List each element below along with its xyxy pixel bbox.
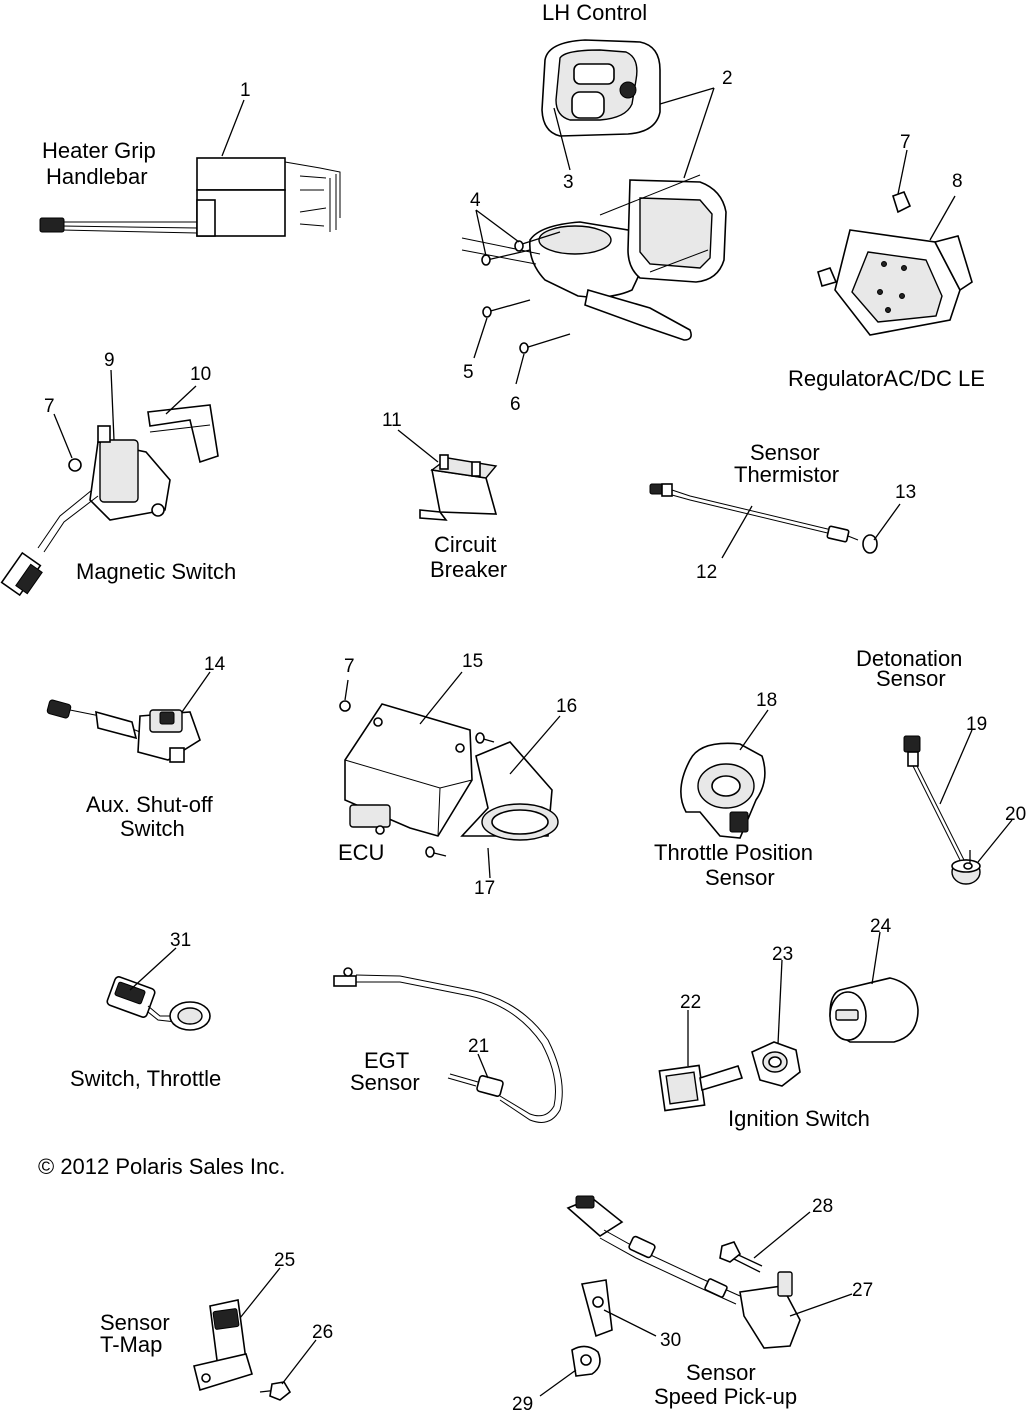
ecu-assembly bbox=[339, 671, 561, 879]
magnetic-switch-assembly bbox=[0, 369, 219, 597]
callout-6: 6 bbox=[510, 394, 521, 415]
ecu-label: ECU bbox=[338, 840, 384, 865]
callout-9: 9 bbox=[104, 350, 115, 371]
lh-control-label: LH Control bbox=[542, 0, 647, 25]
callout-1: 1 bbox=[240, 80, 251, 101]
heater-grip-label-line1: Heater Grip bbox=[42, 138, 156, 163]
egt-label-line2: Sensor bbox=[350, 1070, 420, 1095]
callout-21: 21 bbox=[468, 1036, 489, 1057]
switch-throttle-assembly bbox=[106, 947, 211, 1031]
aux-shutoff-label-line2: Switch bbox=[120, 816, 185, 841]
callout-15: 15 bbox=[462, 651, 483, 672]
tps-label-line1: Throttle Position bbox=[654, 840, 813, 865]
sensor-tmap-label-line2: T-Map bbox=[100, 1332, 162, 1357]
callout-20: 20 bbox=[1005, 804, 1026, 825]
heater-grip-label-line2: Handlebar bbox=[46, 164, 148, 189]
heater-grip-assembly bbox=[39, 99, 341, 237]
callout-11: 11 bbox=[382, 410, 402, 431]
sensor-thermistor-label-line1: Sensor bbox=[750, 440, 820, 465]
callout-5: 5 bbox=[463, 362, 474, 383]
speed-pickup-label-line2: Speed Pick-up bbox=[654, 1384, 797, 1409]
lh-control-assembly bbox=[461, 39, 727, 385]
callout-26: 26 bbox=[312, 1322, 333, 1343]
callout-29: 29 bbox=[512, 1394, 533, 1413]
callout-8: 8 bbox=[952, 171, 963, 192]
callout-12: 12 bbox=[696, 562, 717, 583]
speed-pickup-label-line1: Sensor bbox=[686, 1360, 756, 1385]
callout-19: 19 bbox=[966, 714, 987, 735]
callout-7c: 7 bbox=[344, 656, 355, 677]
sensor-tmap-assembly bbox=[193, 1267, 317, 1401]
callout-24: 24 bbox=[870, 916, 892, 937]
callout-30: 30 bbox=[660, 1330, 681, 1351]
callout-18: 18 bbox=[756, 690, 777, 711]
callout-10: 10 bbox=[190, 364, 211, 385]
ignition-switch-assembly bbox=[658, 931, 919, 1112]
detonation-sensor-label-line2: Sensor bbox=[876, 666, 946, 691]
callout-17: 17 bbox=[474, 878, 495, 899]
copyright-notice: © 2012 Polaris Sales Inc. bbox=[38, 1154, 285, 1179]
callout-4: 4 bbox=[470, 190, 481, 211]
regulator-assembly bbox=[817, 149, 973, 336]
circuit-breaker-label-line2: Breaker bbox=[430, 557, 507, 582]
callout-28: 28 bbox=[812, 1196, 833, 1217]
circuit-breaker-label-line1: Circuit bbox=[434, 532, 496, 557]
sensor-thermistor-assembly bbox=[649, 483, 901, 559]
detonation-sensor-assembly bbox=[903, 729, 1013, 885]
callout-13: 13 bbox=[895, 482, 916, 503]
speed-pickup-sensor-assembly bbox=[539, 1195, 853, 1397]
regulator-label: RegulatorAC/DC LE bbox=[788, 366, 985, 391]
sensor-thermistor-label-line2: Thermistor bbox=[734, 462, 839, 487]
detonation-sensor-label-line1: Detonation bbox=[856, 646, 962, 671]
sensor-tmap-label-line1: Sensor bbox=[100, 1310, 170, 1335]
callout-16: 16 bbox=[556, 696, 577, 717]
callout-27: 27 bbox=[852, 1280, 873, 1301]
callout-7b: 7 bbox=[44, 396, 55, 417]
aux-shutoff-switch-assembly bbox=[46, 671, 211, 763]
tps-label-line2: Sensor bbox=[705, 865, 775, 890]
throttle-position-sensor-assembly bbox=[680, 709, 769, 839]
callout-23: 23 bbox=[772, 944, 793, 965]
callout-31: 31 bbox=[170, 930, 191, 951]
switch-throttle-label: Switch, Throttle bbox=[70, 1066, 221, 1091]
callout-22: 22 bbox=[680, 992, 701, 1013]
aux-shutoff-label-line1: Aux. Shut-off bbox=[86, 792, 214, 817]
circuit-breaker-assembly bbox=[397, 429, 498, 521]
callout-2: 2 bbox=[722, 68, 733, 89]
egt-sensor-assembly bbox=[333, 967, 563, 1123]
magnetic-switch-label: Magnetic Switch bbox=[76, 559, 236, 584]
callout-3: 3 bbox=[563, 172, 574, 193]
ignition-switch-label: Ignition Switch bbox=[728, 1106, 870, 1131]
callout-25: 25 bbox=[274, 1250, 295, 1271]
egt-label-line1: EGT bbox=[364, 1048, 409, 1073]
callout-7a: 7 bbox=[900, 132, 911, 153]
callout-14: 14 bbox=[204, 654, 226, 675]
